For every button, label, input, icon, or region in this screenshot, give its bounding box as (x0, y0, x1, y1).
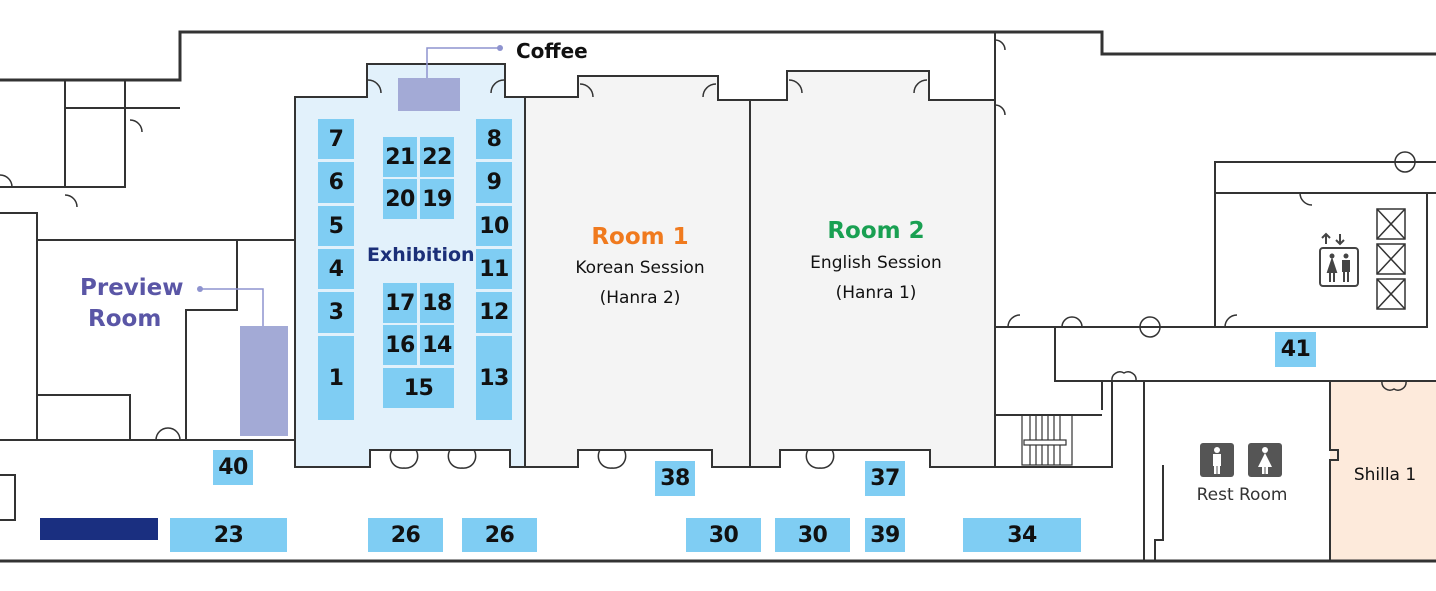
navy-banner (40, 518, 158, 540)
booth-41[interactable]: 41 (1275, 332, 1316, 367)
booth-1[interactable]: 1 (318, 336, 354, 420)
booth-9[interactable]: 9 (476, 162, 512, 203)
booth-12[interactable]: 12 (476, 292, 512, 333)
booth-15[interactable]: 15 (383, 368, 454, 408)
female-restroom-icon (1248, 443, 1282, 477)
booth-30-b[interactable]: 30 (775, 518, 850, 552)
booth-8[interactable]: 8 (476, 119, 512, 159)
booth-38[interactable]: 38 (655, 461, 695, 496)
booth-22[interactable]: 22 (420, 137, 454, 177)
booth-37[interactable]: 37 (865, 461, 905, 496)
rest-room-label: Rest Room (1196, 485, 1288, 505)
stairs-icon (1021, 414, 1073, 466)
booth-5[interactable]: 5 (318, 206, 354, 246)
booth-21[interactable]: 21 (383, 137, 417, 177)
booth-34[interactable]: 34 (963, 518, 1081, 552)
booth-20[interactable]: 20 (383, 179, 417, 219)
elevator-shaft-icon (1376, 208, 1406, 310)
booth-6[interactable]: 6 (318, 162, 354, 203)
booth-23[interactable]: 23 (170, 518, 287, 552)
shilla-label: Shilla 1 (1353, 465, 1417, 485)
room2-hall: (Hanra 1) (835, 283, 917, 303)
elevator-icon (1318, 232, 1360, 292)
booth-10[interactable]: 10 (476, 206, 512, 246)
preview-room-label-2: Room (88, 306, 162, 332)
booth-11[interactable]: 11 (476, 249, 512, 289)
booth-4[interactable]: 4 (318, 249, 354, 289)
booth-19[interactable]: 19 (420, 179, 454, 219)
room2-title: Room 2 (827, 218, 925, 244)
booth-17[interactable]: 17 (383, 283, 417, 323)
booth-3[interactable]: 3 (318, 292, 354, 333)
booth-14[interactable]: 14 (420, 325, 454, 365)
exhibition-label: Exhibition (367, 244, 475, 266)
preview-screen (240, 326, 288, 436)
preview-room-label-1: Preview (80, 275, 184, 301)
coffee-screen (398, 78, 460, 111)
booth-39[interactable]: 39 (865, 518, 905, 552)
booth-30-a[interactable]: 30 (686, 518, 761, 552)
room1-title: Room 1 (591, 224, 689, 250)
booth-40[interactable]: 40 (213, 450, 253, 485)
booth-7[interactable]: 7 (318, 119, 354, 159)
male-restroom-icon (1200, 443, 1234, 477)
door-icon (0, 39, 1416, 469)
booth-16[interactable]: 16 (383, 325, 417, 365)
booth-26-b[interactable]: 26 (462, 518, 537, 552)
room1-hall: (Hanra 2) (599, 288, 681, 308)
room1-session: Korean Session (575, 258, 705, 278)
room2-session: English Session (810, 253, 942, 273)
booth-13[interactable]: 13 (476, 336, 512, 420)
booth-18[interactable]: 18 (420, 283, 454, 323)
booth-26-a[interactable]: 26 (368, 518, 443, 552)
coffee-label: Coffee (516, 39, 588, 63)
